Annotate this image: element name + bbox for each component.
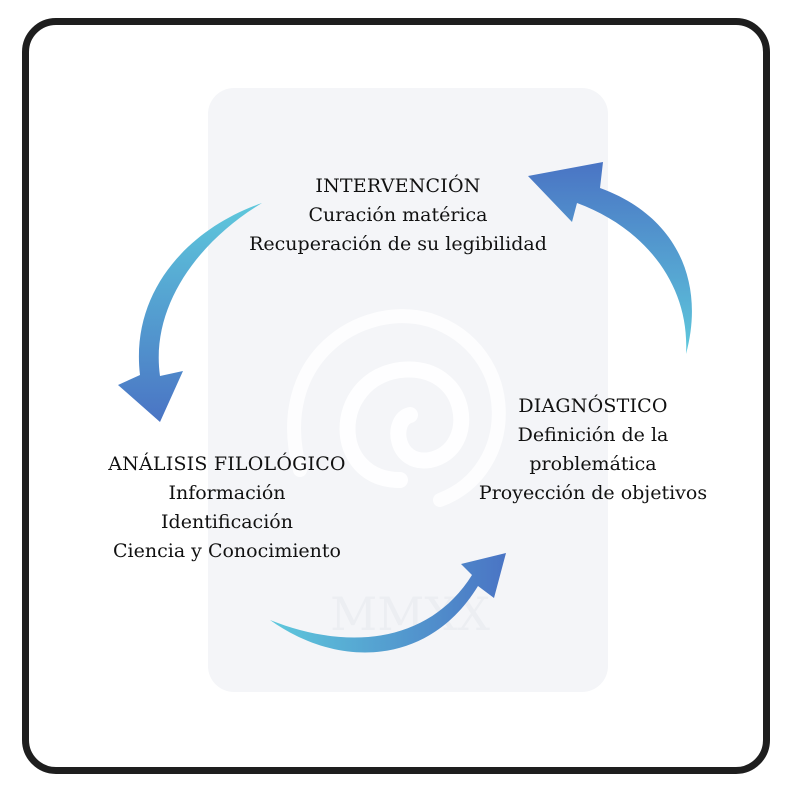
node-analisis: ANÁLISIS FILOLÓGICO Información Identifi… bbox=[92, 450, 362, 566]
watermark-spiral-outer bbox=[287, 309, 506, 507]
arrow-intervencion-to-analisis bbox=[118, 203, 262, 422]
watermark-spiral bbox=[339, 361, 470, 488]
arrow-diagnostico-to-intervencion bbox=[528, 162, 692, 354]
arrow-analisis-to-diagnostico bbox=[270, 553, 506, 653]
node-line: Información bbox=[168, 482, 286, 504]
node-line: problemática bbox=[529, 453, 657, 475]
node-line: Ciencia y Conocimiento bbox=[113, 540, 341, 562]
node-title: ANÁLISIS FILOLÓGICO bbox=[108, 453, 346, 475]
node-title: DIAGNÓSTICO bbox=[518, 395, 668, 417]
node-line: Recuperación de su legibilidad bbox=[249, 233, 547, 255]
node-diagnostico: DIAGNÓSTICO Definición de la problemátic… bbox=[468, 392, 718, 508]
node-line: Proyección de objetivos bbox=[478, 482, 708, 504]
node-title: INTERVENCIÓN bbox=[315, 175, 481, 197]
node-line: Curación matérica bbox=[308, 204, 488, 226]
node-line: Definición de la bbox=[517, 424, 669, 446]
watermark-panel bbox=[208, 88, 608, 692]
node-line: Identificación bbox=[161, 511, 293, 533]
node-intervencion: INTERVENCIÓN Curación matérica Recuperac… bbox=[238, 172, 558, 259]
